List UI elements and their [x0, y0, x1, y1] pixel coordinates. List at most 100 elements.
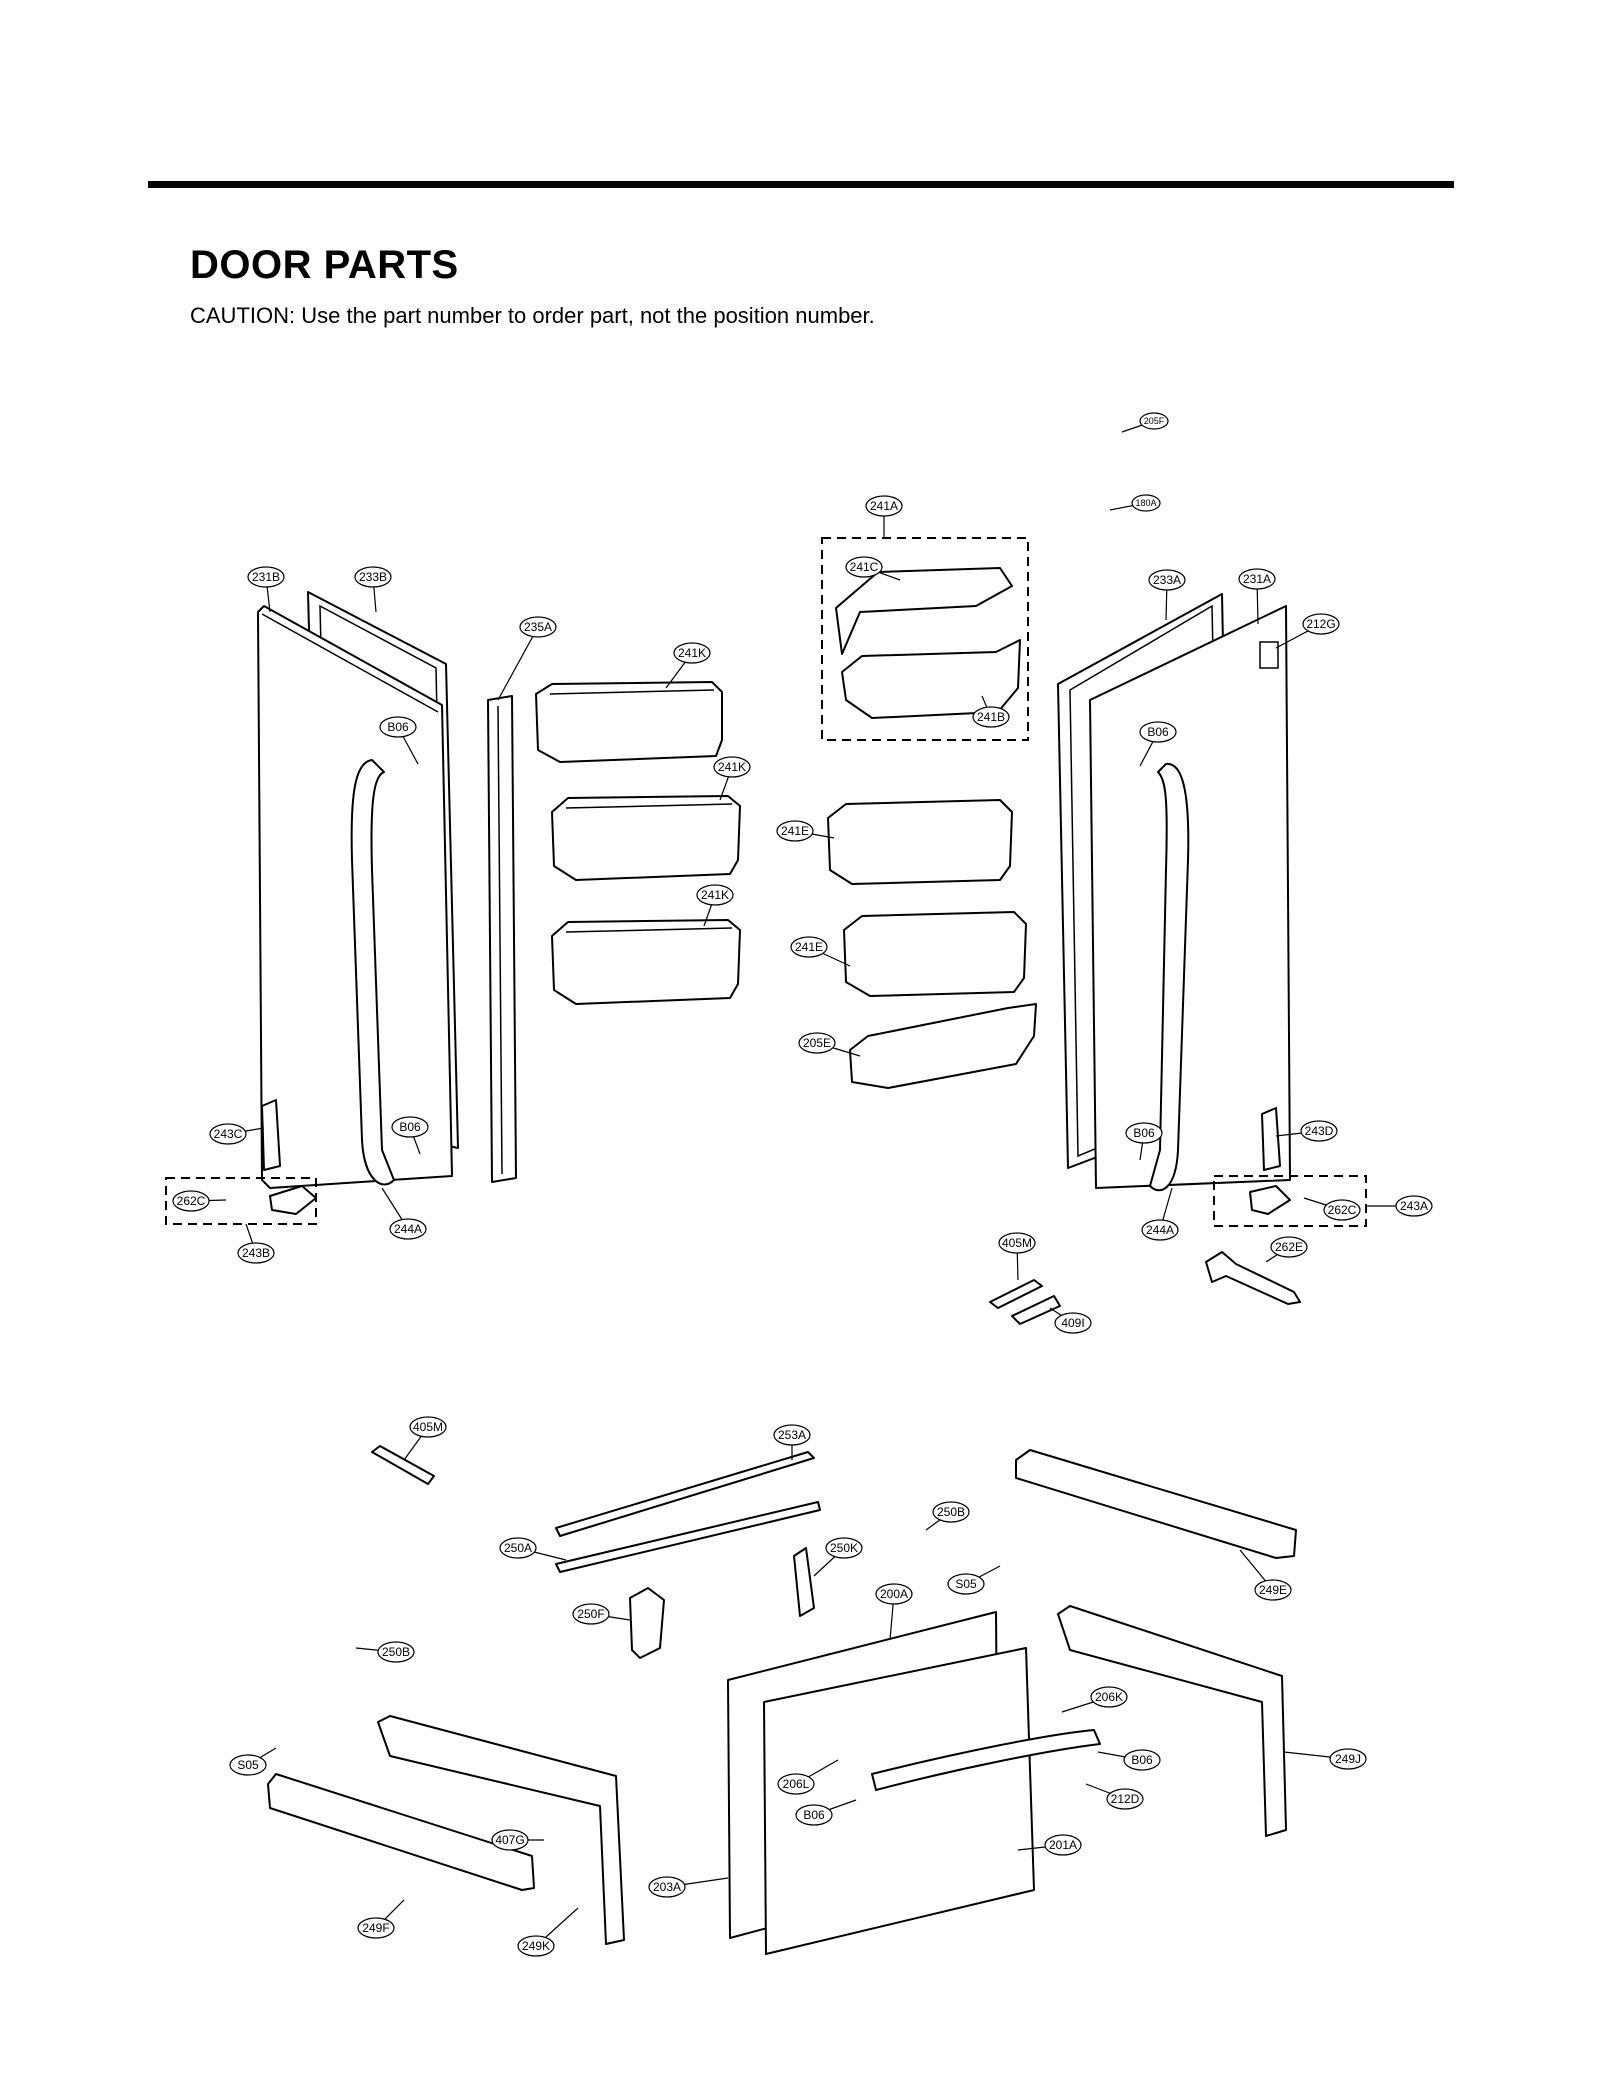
left-door-handle [350, 759, 395, 1186]
callout-250a: 250A [499, 1537, 567, 1561]
callout-243d: 243D [1275, 1120, 1338, 1142]
callout-b06: B06 [391, 1116, 429, 1155]
callout-label: 262C [177, 1194, 206, 1208]
drawer-clip-250f [629, 1587, 665, 1659]
callout-label: 405M [413, 1420, 443, 1434]
callout-label: 205F [1144, 416, 1165, 426]
callout-label: 249J [1335, 1752, 1361, 1766]
callout-249k: 249K [517, 1907, 579, 1957]
callout-label: 241K [701, 888, 729, 902]
callout-262c: 262C [172, 1190, 227, 1212]
hinge-right [1249, 1185, 1291, 1215]
callout-leader [497, 626, 539, 701]
callout-label: 212G [1306, 617, 1335, 631]
callout-bubble [1302, 613, 1340, 635]
door-bin-2 [551, 795, 741, 881]
callout-bubble [1238, 568, 1276, 590]
callout-label: 200A [880, 1587, 908, 1601]
callout-bubble [790, 936, 828, 958]
callout-405m: 405M [998, 1232, 1036, 1281]
rail-cover-405m-lower [371, 1445, 435, 1485]
callout-label: B06 [1131, 1753, 1153, 1767]
callout-bubble [1148, 569, 1186, 591]
callout-bubble [972, 706, 1010, 728]
callout-label: 235A [524, 620, 552, 634]
drawer-handle [871, 1729, 1101, 1791]
callout-label: 249E [1259, 1583, 1287, 1597]
callout-bubble [354, 566, 392, 588]
drawer-rail-upper [555, 1451, 815, 1537]
callout-405m: 405M [403, 1416, 447, 1461]
callout-bubble [229, 1754, 267, 1776]
rail-cap-409i [1011, 1295, 1061, 1325]
callout-241k: 241K [696, 884, 734, 927]
callout-bubble [696, 884, 734, 906]
callout-bubble [845, 556, 883, 578]
callout-b06: B06 [1139, 721, 1177, 767]
callout-244a: 244A [381, 1187, 427, 1240]
callout-label: 241E [795, 940, 823, 954]
callout-262e: 262E [1265, 1236, 1308, 1263]
callout-bubble [1300, 1120, 1338, 1142]
callout-bubble [209, 1123, 247, 1145]
drawer-slide-left [267, 1773, 535, 1891]
drawer-front [763, 1647, 1035, 1955]
bin-assembly-box [821, 537, 1029, 741]
caution-note: CAUTION: Use the part number to order pa… [190, 303, 875, 328]
callout-label: 241B [977, 710, 1005, 724]
callout-bubble [491, 1829, 529, 1851]
callout-201a: 201A [1017, 1834, 1082, 1856]
callout-241a: 241A [865, 495, 903, 538]
callout-250b: 250B [355, 1641, 415, 1663]
callout-235a: 235A [497, 616, 557, 701]
callout-bubble [776, 820, 814, 842]
callout-241e: 241E [790, 936, 851, 967]
callout-label: 243A [1400, 1199, 1428, 1213]
callout-s05: S05 [947, 1565, 1001, 1595]
callout-label: 241A [870, 499, 898, 513]
center-mullion [487, 695, 517, 1183]
callout-bubble [1131, 494, 1161, 512]
bin-tray [841, 639, 1021, 719]
callout-249j: 249J [1283, 1748, 1367, 1770]
callout-244a: 244A [1141, 1187, 1179, 1241]
callout-bubble [947, 1573, 985, 1595]
callout-label: 233A [1153, 573, 1181, 587]
callout-bubble [379, 716, 417, 738]
callout-label: 206L [783, 1777, 810, 1791]
callout-407g: 407G [491, 1829, 544, 1851]
callout-241k: 241K [713, 756, 751, 801]
hinge-box-left [165, 1177, 317, 1225]
callout-bubble [1106, 1788, 1144, 1810]
callout-bubble [865, 495, 903, 517]
callout-bubble [517, 1935, 555, 1957]
callout-label: 249K [522, 1939, 550, 1953]
callout-bubble [1254, 1579, 1292, 1601]
callout-label: 405M [1002, 1236, 1032, 1250]
callout-label: S05 [955, 1577, 977, 1591]
callout-label: 250A [504, 1541, 532, 1555]
callout-bubble [1139, 721, 1177, 743]
part-drawings [165, 537, 1367, 1955]
callout-b06: B06 [1097, 1749, 1161, 1771]
callout-231a: 231A [1238, 568, 1276, 625]
callout-bubble [932, 1501, 970, 1523]
callout-label: 241C [850, 560, 879, 574]
callout-bubble [409, 1416, 447, 1438]
callout-241e: 241E [776, 820, 835, 842]
callout-bubble [519, 616, 557, 638]
header-rule [148, 181, 1454, 188]
hinge-left [269, 1185, 317, 1215]
callout-206k: 206K [1061, 1686, 1128, 1713]
callout-label: S05 [237, 1758, 259, 1772]
callout-250b: 250B [925, 1501, 970, 1531]
callout-233a: 233A [1148, 569, 1186, 621]
drawer-rail-lower [555, 1501, 821, 1573]
callout-label: 253A [778, 1428, 806, 1442]
callout-205e: 205E [798, 1032, 861, 1057]
callout-bubble [773, 1424, 811, 1446]
callout-label: 233B [359, 570, 387, 584]
callout-b06: B06 [795, 1799, 857, 1826]
callout-bubble [673, 642, 711, 664]
